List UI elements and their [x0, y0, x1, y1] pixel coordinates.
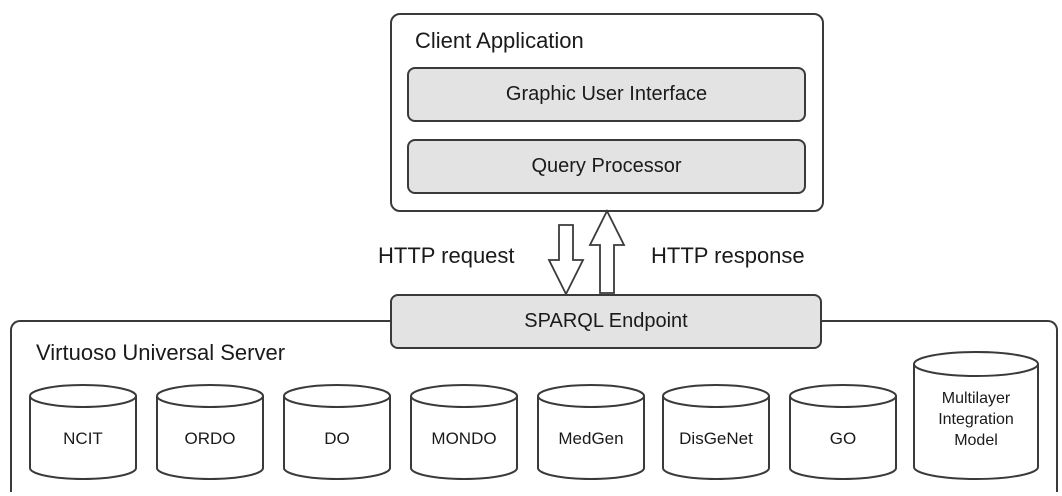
- database-medgen: MedGen: [537, 384, 645, 480]
- database-cylinder-icon: [537, 384, 645, 480]
- database-label: ORDO: [184, 429, 236, 448]
- virtuoso-server-title: Virtuoso Universal Server: [36, 340, 286, 365]
- query-processor-component: Query Processor: [407, 139, 806, 194]
- integration-model-label: Multilayer Integration Model: [938, 390, 1014, 449]
- database-cylinder-icon: [410, 384, 518, 480]
- database-integration-model: Multilayer Integration Model: [913, 350, 1039, 480]
- up-arrow-icon: [588, 208, 626, 294]
- database-label: DO: [324, 429, 350, 448]
- database-cylinder-icon: [156, 384, 264, 480]
- down-arrow-icon: [547, 224, 585, 297]
- http-arrows: [547, 208, 626, 297]
- database-cylinder-icon: [789, 384, 897, 480]
- database-label: GO: [829, 429, 857, 448]
- sparql-endpoint-label: SPARQL Endpoint: [524, 310, 688, 332]
- database-do: DO: [283, 384, 391, 480]
- http-response-label: HTTP response: [651, 243, 805, 268]
- database-ordo: ORDO: [156, 384, 264, 480]
- sparql-endpoint: SPARQL Endpoint: [390, 294, 822, 349]
- database-label: DisGeNet: [679, 429, 753, 448]
- database-disgenet: DisGeNet: [662, 384, 770, 480]
- client-application-title: Client Application: [415, 28, 584, 53]
- gui-label: Graphic User Interface: [505, 83, 708, 105]
- database-cylinder-icon: [29, 384, 137, 480]
- query-processor-label: Query Processor: [531, 155, 682, 177]
- database-label: NCIT: [63, 429, 103, 448]
- database-cylinder-icon: [662, 384, 770, 480]
- database-cylinder-icon: [913, 351, 1039, 480]
- database-label: MedGen: [558, 429, 624, 448]
- database-label: MONDO: [431, 429, 497, 448]
- database-go: GO: [789, 384, 897, 480]
- database-cylinder-icon: [283, 384, 391, 480]
- database-mondo: MONDO: [410, 384, 518, 480]
- gui-component: Graphic User Interface: [407, 67, 806, 122]
- http-request-label: HTTP request: [378, 243, 515, 268]
- database-ncit: NCIT: [29, 384, 137, 480]
